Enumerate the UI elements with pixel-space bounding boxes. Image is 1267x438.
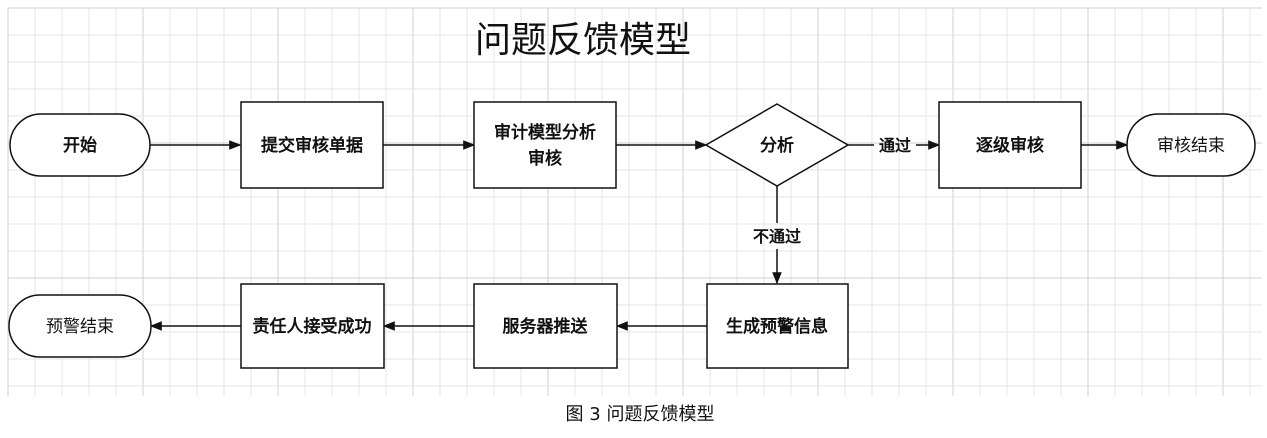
audit-label-line2: 审核 xyxy=(528,148,562,169)
server-push-box xyxy=(473,283,618,369)
figure-caption: 图 3 问题反馈模型 xyxy=(566,404,715,425)
edge-label-pass: 通过 xyxy=(879,136,911,155)
diagram-title: 问题反馈模型 xyxy=(475,20,691,61)
edge-label-fail: 不通过 xyxy=(753,227,801,246)
warning-end-terminal xyxy=(8,294,152,358)
start-label: 开始 xyxy=(63,135,97,156)
analyze-diamond xyxy=(704,103,850,187)
analyze-label: 分析 xyxy=(760,135,794,156)
audit-box xyxy=(473,101,617,189)
warning-end-label: 预警结束 xyxy=(46,317,114,337)
grid-background xyxy=(7,7,1262,396)
accept-label: 责任人接受成功 xyxy=(253,316,372,337)
server-push-label: 服务器推送 xyxy=(503,316,589,337)
submit-box xyxy=(240,101,384,189)
connectors xyxy=(149,140,1129,331)
submit-label: 提交审核单据 xyxy=(261,135,363,156)
review-end-label: 审核结束 xyxy=(1157,136,1225,156)
escalate-label: 逐级审核 xyxy=(976,135,1044,156)
escalate-box xyxy=(938,101,1082,189)
accept-box xyxy=(240,283,385,369)
review-end-terminal xyxy=(1126,113,1256,177)
audit-label-line1: 审计模型分析 xyxy=(494,122,596,143)
start-terminal xyxy=(9,113,151,177)
generate-warning-box xyxy=(706,283,849,369)
generate-warning-label: 生成预警信息 xyxy=(726,316,828,337)
